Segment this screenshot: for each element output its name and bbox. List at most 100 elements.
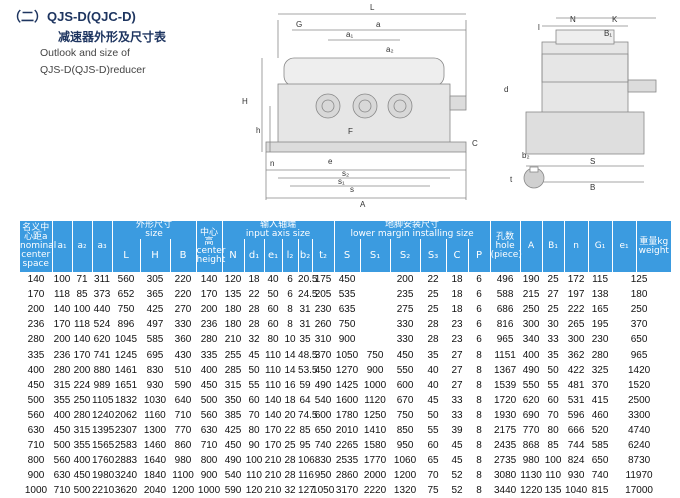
table-cell: 300 — [522, 319, 540, 331]
table-cell: 110 — [265, 349, 281, 361]
table-cell: 1000 — [197, 485, 221, 497]
table-cell: 250 — [522, 304, 540, 316]
table-cell: 120 — [245, 485, 263, 497]
table-cell: 695 — [146, 349, 164, 361]
header-a2: a₂ — [72, 221, 93, 272]
table-cell: 235 — [396, 289, 414, 301]
table-cell: 18 — [451, 289, 463, 301]
table-cell: 450 — [73, 470, 91, 482]
table-cell: 32 — [284, 485, 296, 497]
table-cell: 33 — [451, 394, 463, 406]
table-cell: 8 — [476, 364, 482, 376]
table-cell: 1770 — [363, 455, 387, 467]
table-cell: 830 — [314, 455, 332, 467]
table-cell: 360 — [174, 334, 192, 346]
table-cell: 55 — [248, 379, 260, 391]
table-cell: 170 — [264, 424, 282, 436]
header-a3: a₃ — [92, 221, 113, 272]
table-cell: 33 — [547, 334, 559, 346]
table-cell: 2535 — [335, 455, 359, 467]
header-P: P — [468, 239, 491, 272]
table-cell: 540 — [314, 394, 332, 406]
table-cell: 52 — [451, 470, 463, 482]
table-cell: 170 — [73, 349, 91, 361]
table-cell: 80 — [547, 424, 559, 436]
table-cell: 600 — [314, 409, 332, 421]
table-cell: 520 — [591, 424, 609, 436]
table-cell: 450 — [338, 274, 356, 286]
table-cell: 110 — [246, 470, 262, 482]
table-cell: 8 — [476, 485, 482, 497]
table-cell: 85 — [547, 440, 559, 452]
table-cell: 1200 — [393, 470, 417, 482]
table-cell: 450 — [396, 349, 414, 361]
table-cell: 2500 — [627, 394, 651, 406]
table-cell: 1980 — [92, 470, 115, 482]
table-cell: 930 — [567, 470, 585, 482]
table-cell: 362 — [567, 349, 585, 361]
label-s2: s₂ — [342, 169, 349, 178]
table-cell: 2040 — [143, 485, 167, 497]
table-cell: 630 — [27, 424, 45, 436]
table-cell: 60 — [427, 440, 439, 452]
label-A: A — [360, 200, 366, 209]
table-cell: 14 — [284, 364, 296, 376]
table-cell: 350 — [224, 394, 242, 406]
table-cell: 1045 — [114, 334, 138, 346]
table-cell: 222 — [567, 304, 585, 316]
table-cell: 17000 — [625, 485, 653, 497]
table-cell: 2000 — [363, 470, 387, 482]
table-cell: 138 — [591, 289, 609, 301]
table-cell: 180 — [630, 289, 648, 301]
table-cell: 28 — [427, 334, 439, 346]
table-cell: 60 — [267, 319, 279, 331]
table-cell: 8730 — [627, 455, 651, 467]
table-cell: 497 — [146, 319, 164, 331]
table-cell: 355 — [53, 394, 71, 406]
table-cell: 110 — [265, 364, 281, 376]
table-cell: 230 — [314, 304, 332, 316]
table-cell: 125 — [630, 274, 648, 286]
table-cell: 8 — [287, 304, 293, 316]
label-G: G — [296, 20, 302, 29]
table-cell: 65 — [427, 455, 439, 467]
table-cell: 6 — [476, 334, 482, 346]
table-cell: 950 — [396, 440, 414, 452]
table-cell: 3440 — [493, 485, 517, 497]
table-cell: 1050 — [312, 485, 335, 497]
table-cell: 3300 — [627, 409, 651, 421]
table-cell: 280 — [27, 334, 45, 346]
table-cell: 35 — [299, 334, 311, 346]
table-cell: 770 — [174, 424, 192, 436]
table-cell: 860 — [174, 440, 192, 452]
table-cell: 373 — [93, 289, 111, 301]
table-cell — [360, 302, 390, 317]
table-cell: 170 — [27, 289, 45, 301]
header-e1: e₁ — [264, 239, 283, 272]
table-cell: 1250 — [363, 409, 387, 421]
table-cell: 690 — [522, 409, 540, 421]
table-cell: 8 — [476, 349, 482, 361]
table-cell: 1060 — [393, 455, 417, 467]
table-cell: 325 — [591, 364, 609, 376]
table-cell: 28 — [284, 455, 296, 467]
table-cell: 640 — [174, 394, 192, 406]
label-N: N — [570, 15, 576, 24]
table-cell: 70 — [248, 409, 260, 421]
table-cell: 340 — [522, 334, 540, 346]
table-cell: 190 — [522, 274, 540, 286]
table-cell: 170 — [53, 319, 71, 331]
table-cell: 170 — [200, 289, 218, 301]
table-cell: 400 — [53, 409, 71, 421]
table-cell: 300 — [567, 334, 585, 346]
table-cell: 210 — [264, 470, 282, 482]
table-cell: 400 — [522, 349, 540, 361]
header-outline: 外形尺寸 size — [112, 221, 197, 239]
table-cell: 11970 — [625, 470, 653, 482]
